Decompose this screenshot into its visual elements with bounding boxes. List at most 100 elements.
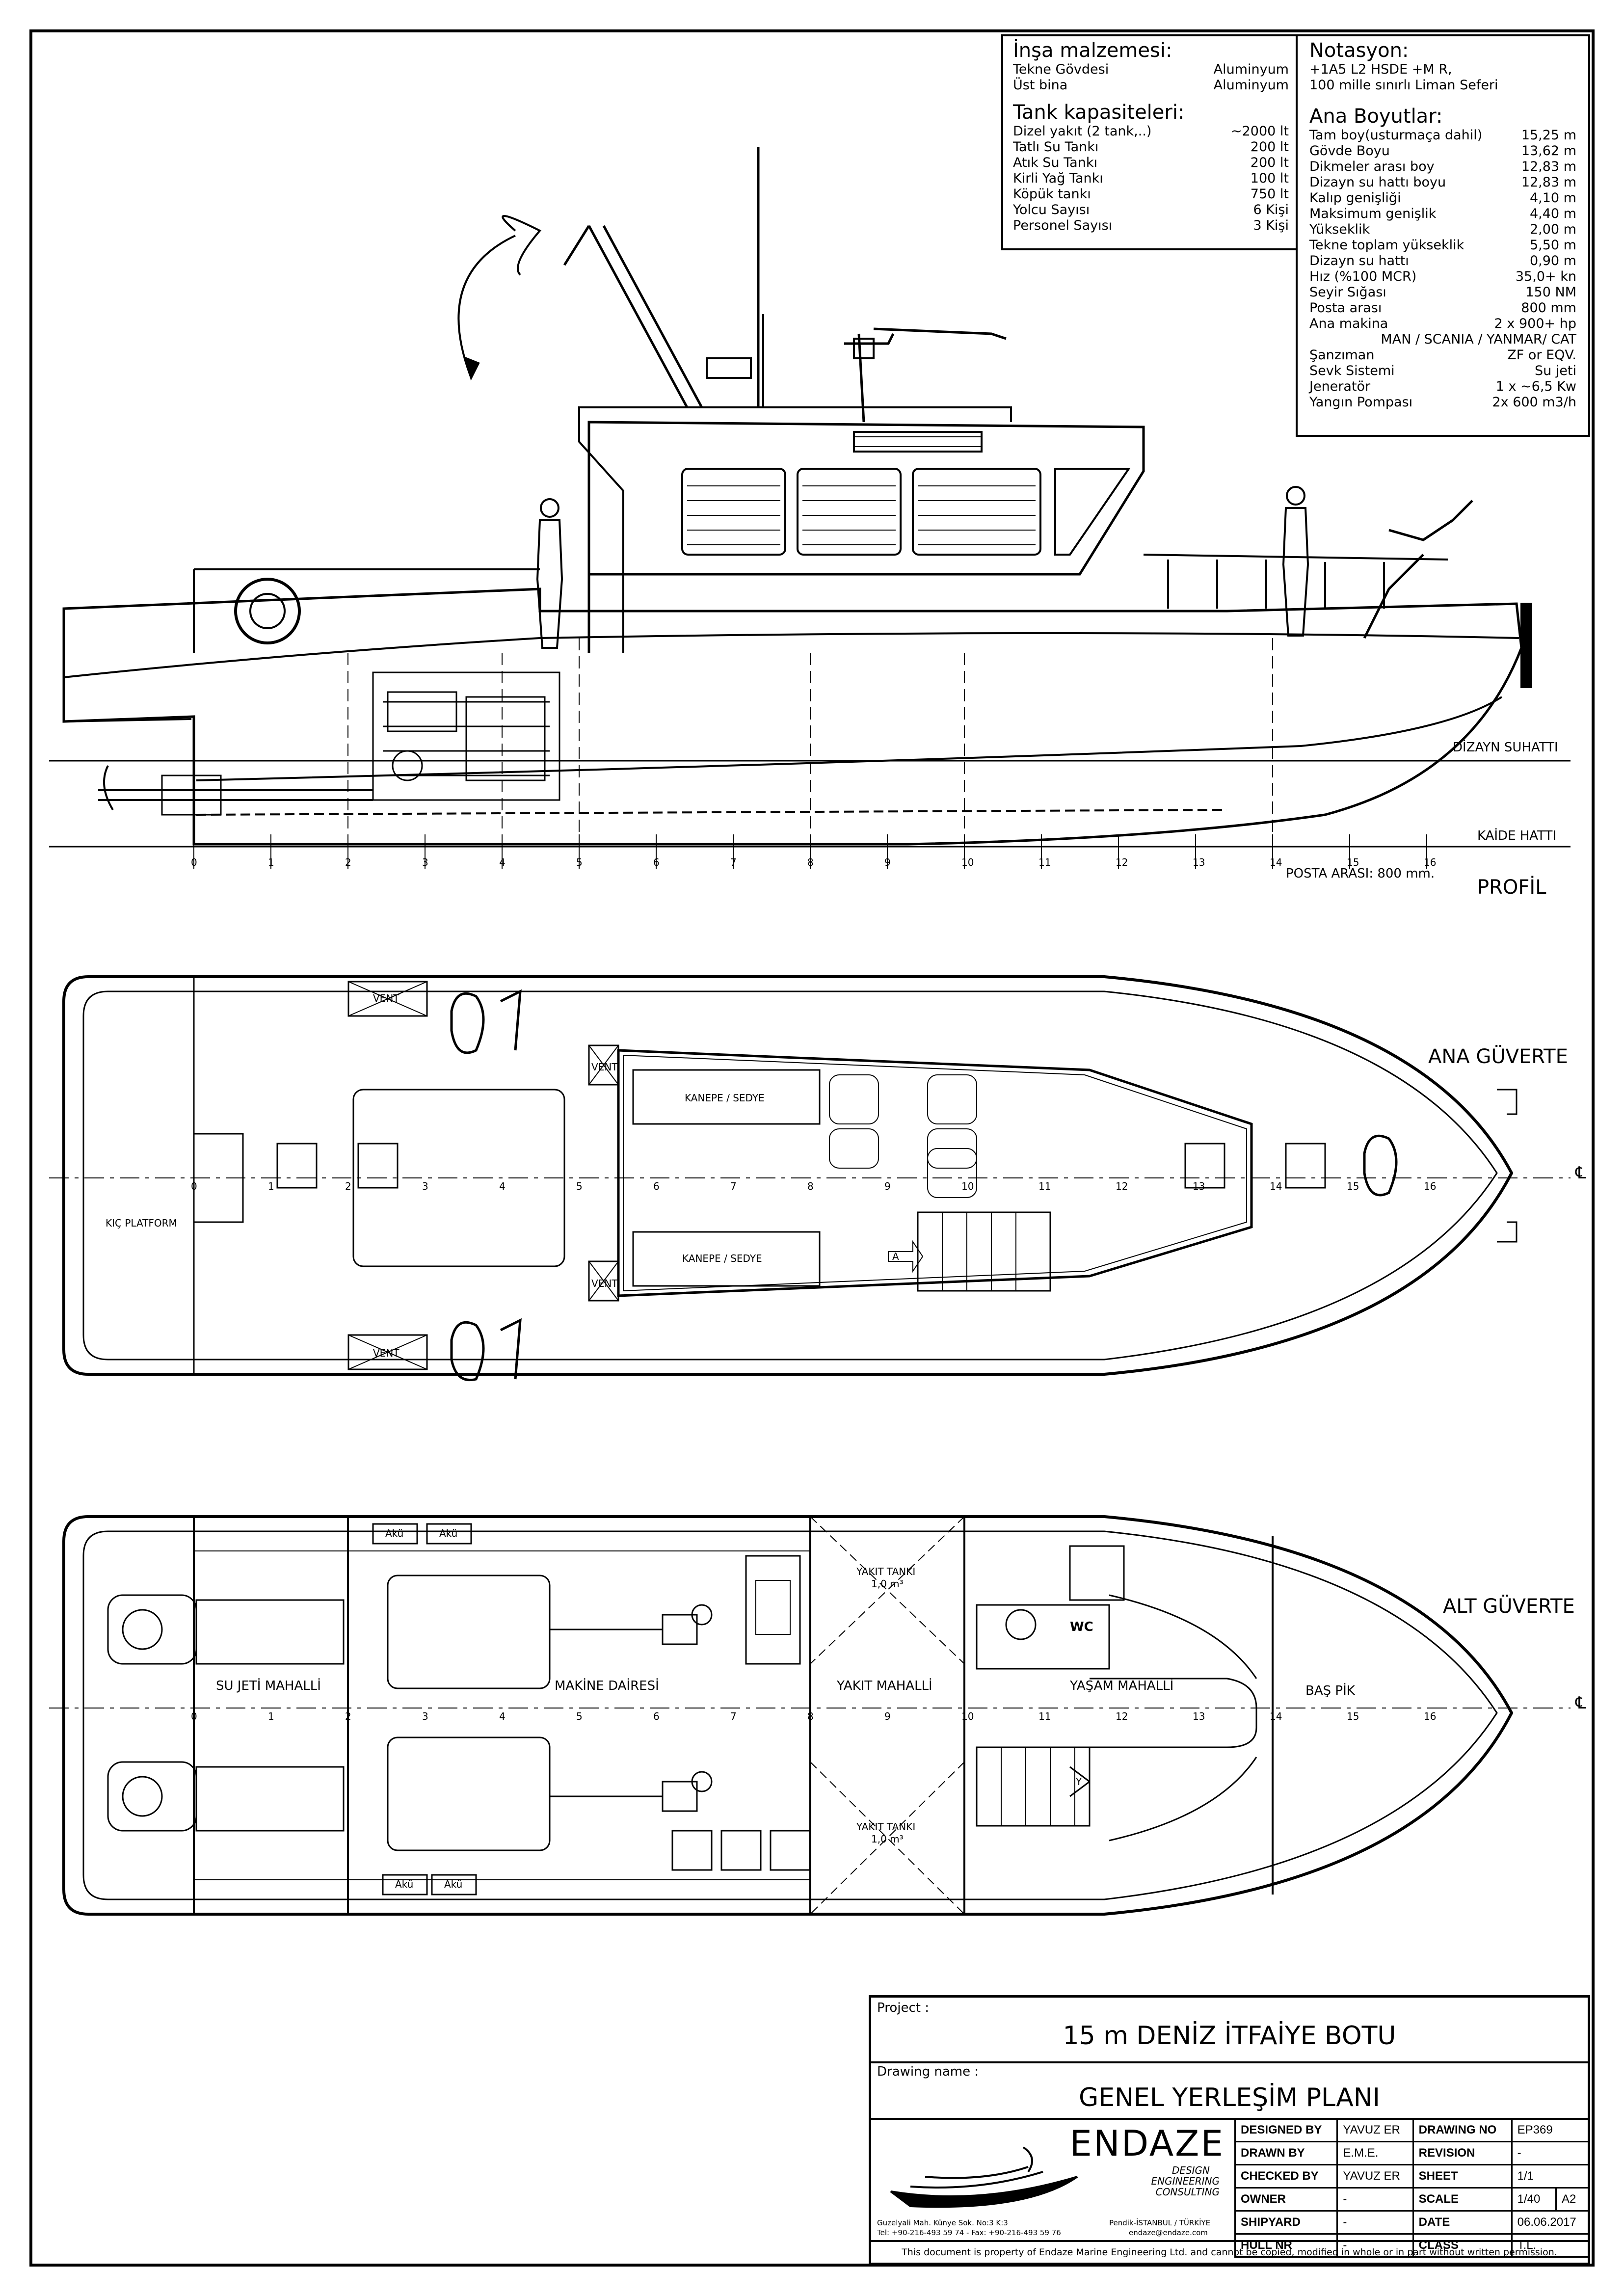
frame-number: 3 — [422, 1180, 428, 1192]
project-name: 15 m DENİZ İTFAİYE BOTU — [1063, 2021, 1396, 2051]
frame-number: 5 — [576, 856, 583, 868]
frame-number: 6 — [653, 1710, 660, 1722]
frame-spacing-label: POSTA ARASI: 800 mm. — [1286, 866, 1435, 881]
window-1 — [681, 468, 786, 556]
notation-title: Notasyon: — [1309, 39, 1409, 62]
tanks-list: Dizel yakıt (2 tank,..)~2000 lt Tatlı Su… — [1013, 124, 1289, 234]
lower-deck-outline — [62, 1515, 1514, 1916]
vent-label-3: VENT — [591, 1061, 618, 1073]
engine-hatch — [352, 1089, 565, 1267]
dimensions-title: Ana Boyutlar: — [1309, 105, 1443, 128]
lower-deck-plan — [49, 1515, 1571, 1916]
frame-number: 7 — [730, 1710, 737, 1722]
copyright-notice: This document is property of Endaze Mari… — [871, 2240, 1588, 2263]
hull-outline — [62, 587, 1523, 846]
window-3 — [912, 468, 1041, 556]
frame-number: 14 — [1270, 856, 1282, 868]
frame-number: 13 — [1193, 856, 1205, 868]
frame-number: 10 — [961, 1180, 974, 1192]
frame-number: 8 — [807, 1710, 814, 1722]
room-label-engine: MAKİNE DAİRESİ — [555, 1679, 659, 1693]
frame-number: 2 — [345, 856, 351, 868]
battery-label-1: Akü — [385, 1527, 404, 1539]
frame-number: 9 — [884, 1710, 891, 1722]
frame-number: 15 — [1347, 1180, 1359, 1192]
frame-number: 8 — [807, 1180, 814, 1192]
baseline-label: KAİDE HATTI — [1477, 828, 1557, 843]
vent-label-2: VENT — [373, 1347, 399, 1359]
frame-number: 7 — [730, 856, 737, 868]
frame-number: 16 — [1424, 1710, 1437, 1722]
frame-number: 10 — [961, 856, 974, 868]
sofa-label-1: KANEPE / SEDYE — [685, 1092, 765, 1104]
address-right: Pendik-İSTANBUL / TÜRKİYE — [1109, 2218, 1211, 2227]
frame-number: 1 — [268, 856, 274, 868]
frame-number: 14 — [1270, 1180, 1282, 1192]
engine-profile — [372, 671, 560, 801]
company-sub-3: CONSULTING — [1155, 2186, 1220, 2198]
company-logo-icon — [890, 2146, 1078, 2208]
waterline-label: DİZAYN SUHATTI — [1453, 740, 1558, 755]
frame-number: 4 — [499, 1180, 506, 1192]
drawing-name-section: Drawing name : GENEL YERLEŞİM PLANI — [871, 2061, 1588, 2120]
project-label: Project : — [877, 2001, 929, 2015]
company-sub-1: DESIGN — [1171, 2164, 1210, 2176]
lower-deck-title: ALT GÜVERTE — [1443, 1595, 1575, 1618]
frame-number: 3 — [422, 856, 428, 868]
lower-deck-centerline-symbol: ℄ — [1575, 1693, 1586, 1713]
frame-number: 5 — [576, 1180, 583, 1192]
frame-number: 1 — [268, 1710, 274, 1722]
profile-title: PROFİL — [1477, 876, 1546, 899]
fuel-tank-volume-upper: 1,0 m³ — [871, 1578, 904, 1590]
frame-number: 2 — [345, 1180, 351, 1192]
frame-number: 0 — [191, 856, 197, 868]
company-sub-2: ENGINEERING — [1151, 2175, 1220, 2187]
fuel-tank-volume-lower: 1,0 m³ — [871, 1833, 904, 1845]
stair-mark-main: A — [892, 1251, 899, 1262]
dimension-row: Tam boy(usturmaça dahil)15,25 m — [1309, 128, 1576, 143]
fuel-tank-label-upper: YAKIT TANKI — [856, 1566, 916, 1577]
frame-number: 16 — [1424, 1180, 1437, 1192]
frame-number: 5 — [576, 1710, 583, 1722]
frame-number: 12 — [1116, 1180, 1128, 1192]
frame-number: 6 — [653, 1180, 660, 1192]
frame-number: 4 — [499, 1710, 506, 1722]
battery-label-3: Akü — [395, 1878, 414, 1890]
frame-number: 3 — [422, 1710, 428, 1722]
frame-number: 8 — [807, 856, 814, 868]
person-figure-1 — [536, 498, 563, 649]
dimension-row: MAN / SCANIA / YANMAR/ CAT — [1381, 332, 1576, 347]
room-label-fuel: YAKIT MAHALLİ — [837, 1679, 932, 1693]
frame-number: 11 — [1038, 1180, 1051, 1192]
person-figure-2 — [1282, 486, 1309, 637]
main-deck-centerline-symbol: ℄ — [1575, 1163, 1586, 1183]
spec-box-notation-dimensions: Notasyon: +1A5 L2 HSDE +M R, 100 mille s… — [1296, 34, 1590, 437]
drawing-frame — [29, 29, 1595, 2267]
frame-number: 14 — [1270, 1710, 1282, 1722]
company-name: ENDAZE — [1069, 2123, 1225, 2164]
project-section: Project : 15 m DENİZ İTFAİYE BOTU — [871, 1998, 1588, 2063]
frame-number: 12 — [1116, 1710, 1128, 1722]
